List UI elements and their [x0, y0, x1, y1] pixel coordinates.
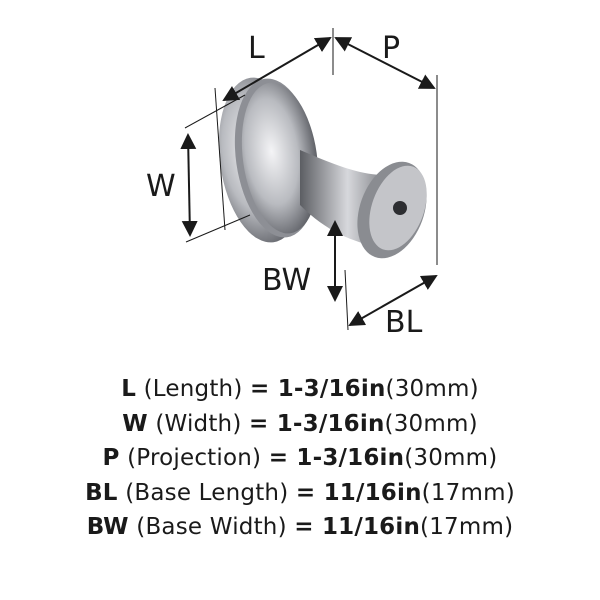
spec-metric: (17mm) — [420, 514, 514, 540]
dimension-specs: L (Length) = 1-3/16in(30mm) W (Width) = … — [0, 372, 600, 545]
spec-value: = 11/16in — [295, 479, 422, 506]
knob-illustration: L P W BW BL — [146, 28, 438, 340]
label-L: L — [248, 31, 265, 66]
spec-row-length: L (Length) = 1-3/16in(30mm) — [0, 372, 600, 407]
spec-value: = 1-3/16in — [250, 376, 386, 402]
label-W: W — [146, 169, 176, 204]
spec-metric: (30mm) — [384, 410, 478, 437]
spec-value: = 1-3/16in — [249, 410, 385, 437]
label-BL: BL — [385, 305, 423, 340]
spec-row-base-length: BL (Base Length) = 11/16in(17mm) — [0, 476, 600, 511]
spec-row-width: W (Width) = 1-3/16in(30mm) — [0, 407, 600, 442]
spec-value: = 11/16in — [294, 514, 421, 540]
spec-row-projection: P (Projection) = 1-3/16in(30mm) — [0, 441, 600, 476]
spec-name: (Width) — [155, 410, 242, 437]
spec-name: (Base Length) — [125, 479, 289, 506]
label-P: P — [382, 31, 400, 66]
knob-head — [218, 77, 319, 243]
spec-metric: (30mm) — [404, 445, 498, 471]
spec-code: BL — [85, 479, 118, 506]
spec-name: (Length) — [143, 376, 243, 402]
label-BW: BW — [262, 263, 311, 298]
spec-code: W — [122, 410, 148, 437]
spec-code: BW — [86, 514, 129, 540]
dimension-lines — [180, 28, 438, 331]
spec-code: L — [121, 376, 137, 402]
knob-base — [357, 161, 427, 259]
spec-metric: (17mm) — [421, 479, 515, 506]
spec-row-base-width: BW (Base Width) = 11/16in(17mm) — [0, 510, 600, 545]
spec-metric: (30mm) — [385, 376, 479, 402]
spec-name: (Base Width) — [136, 514, 287, 540]
spec-name: (Projection) — [127, 445, 262, 471]
spec-value: = 1-3/16in — [268, 445, 405, 471]
spec-code: P — [102, 445, 120, 471]
